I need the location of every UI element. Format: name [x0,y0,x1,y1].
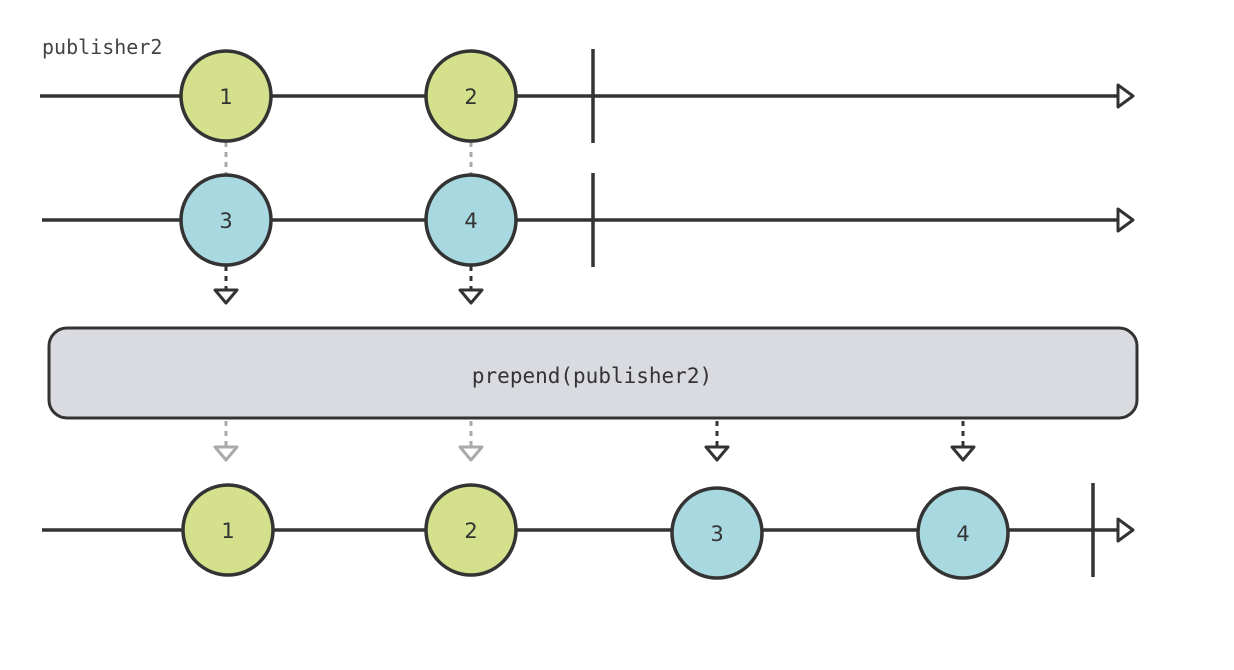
output-marble-label: 2 [464,519,477,543]
publisher2-title: publisher2 [42,35,162,59]
output-emit-faded-arrowhead-icon [458,445,484,462]
publisher2-arrow-icon [1116,83,1135,109]
publisher1-marble-4 [424,173,518,267]
output-marble-label: 3 [710,522,723,546]
publisher2-marble-label: 2 [464,85,477,109]
operator-label: prepend(publisher2) [472,364,712,388]
output-marble-4 [916,486,1010,580]
output-emit-arrowhead-icon [950,445,976,462]
output-emit-faded-arrowhead-icon [213,445,239,462]
publisher1-marble-label: 3 [219,209,232,233]
output-arrow-icon [1116,517,1135,543]
publisher2-marble-label: 1 [219,85,232,109]
output-marble-3 [670,486,764,580]
output-marble-1 [181,483,275,577]
publisher2-marble-2 [424,49,518,143]
output-marble-label: 1 [221,519,234,543]
publisher1-marble-label: 4 [464,209,477,233]
input-emit-arrowhead-icon [213,288,239,305]
publisher1-marble-3 [179,173,273,267]
output-marble-2 [424,483,518,577]
input-emit-arrowhead-icon [458,288,484,305]
publisher2-marble-1 [179,49,273,143]
output-marble-label: 4 [956,522,969,546]
publisher1-arrow-icon [1116,207,1135,233]
output-emit-arrowhead-icon [704,445,730,462]
operator-box [47,326,1139,420]
